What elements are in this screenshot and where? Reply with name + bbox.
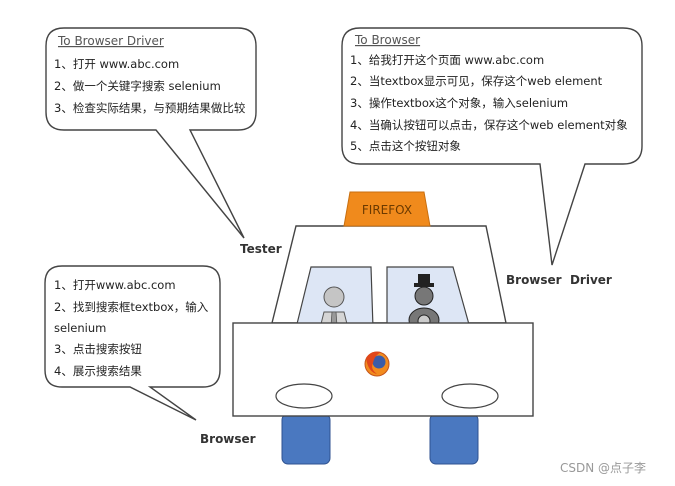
tester-bubble-line-1: 1、打开 www.abc.com	[54, 57, 179, 71]
browser-bubble-line-3: selenium	[54, 321, 106, 335]
browser-bubble: 1、打开www.abc.com 2、找到搜索框textbox，输入 seleni…	[44, 265, 221, 421]
browser-driver-bubble: To Browser 1、给我打开这个页面 www.abc.com 2、当tex…	[341, 27, 643, 266]
browser-bubble-line-4: 3、点击搜索按钮	[54, 342, 142, 356]
firefox-logo-icon	[364, 351, 390, 377]
watermark-text: CSDN @点子李	[560, 460, 646, 475]
browser-driver-bubble-line-5: 5、点击这个按钮对象	[350, 139, 461, 153]
driver-hat-icon	[418, 274, 430, 284]
browser-driver-bubble-line-4: 4、当确认按钮可以点击，保存这个web element对象	[350, 118, 628, 132]
tester-bubble: To Browser Driver 1、打开 www.abc.com 2、做一个…	[45, 27, 257, 239]
right-wheel	[429, 413, 479, 465]
browser-bubble-line-1: 1、打开www.abc.com	[54, 278, 176, 292]
browser-driver-bubble-line-3: 3、操作textbox这个对象，输入selenium	[350, 96, 568, 110]
browser-bubble-line-5: 4、展示搜索结果	[54, 364, 142, 378]
taxi-car: FIREFOX	[232, 191, 534, 465]
tester-label: Tester	[240, 242, 282, 256]
browser-driver-label: Browser Driver	[506, 273, 612, 287]
firefox-roof-sign: FIREFOX	[343, 191, 431, 227]
browser-label: Browser	[200, 432, 256, 446]
car-sign-text: FIREFOX	[362, 203, 412, 217]
browser-driver-bubble-line-1: 1、给我打开这个页面 www.abc.com	[350, 53, 544, 67]
tester-bubble-line-3: 3、检查实际结果，与预期结果做比较	[54, 101, 246, 115]
left-headlight	[275, 383, 333, 409]
browser-driver-bubble-line-2: 2、当textbox显示可见，保存这个web element	[350, 74, 603, 88]
tester-bubble-line-2: 2、做一个关键字搜索 selenium	[54, 79, 221, 93]
browser-bubble-line-2: 2、找到搜索框textbox，输入	[54, 300, 209, 314]
browser-driver-bubble-title: To Browser	[354, 33, 420, 47]
tester-bubble-title: To Browser Driver	[57, 34, 164, 48]
right-headlight	[441, 383, 499, 409]
left-wheel	[281, 413, 331, 465]
